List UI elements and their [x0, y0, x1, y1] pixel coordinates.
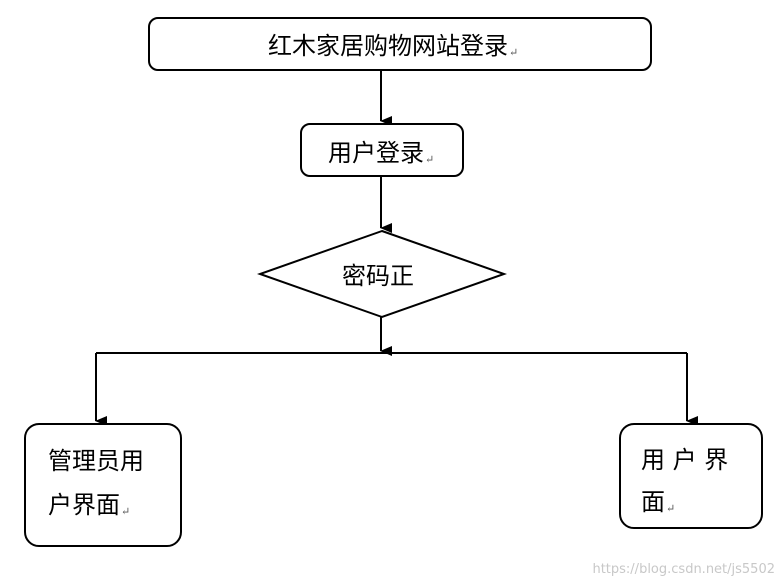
- admin-text-line1: 管理员用: [48, 447, 144, 475]
- paragraph-mark-icon: ↵: [121, 505, 131, 518]
- decision-text: 密码正: [342, 262, 414, 290]
- title-box: [148, 17, 652, 71]
- paragraph-mark-icon: ↵: [666, 502, 676, 515]
- user-box: [619, 423, 763, 529]
- user-label-line2: 面↵: [641, 482, 675, 529]
- watermark-url: https://blog.csdn.net/js5502: [592, 562, 775, 577]
- user-text-line1: 用 户 界: [641, 446, 729, 474]
- paragraph-mark-icon: ↵: [425, 153, 435, 166]
- admin-text-line2: 户界面: [48, 491, 120, 519]
- title-text: 红木家居购物网站登录: [268, 32, 508, 60]
- admin-label-line2: 户界面↵: [48, 485, 130, 532]
- user-text-line2: 面: [641, 488, 665, 516]
- admin-box: [24, 423, 182, 547]
- decision-label: 密码正: [342, 256, 414, 296]
- paragraph-mark-icon: ↵: [509, 46, 519, 59]
- admin-label-line1: 管理员用: [48, 441, 144, 481]
- user-label-line1: 用 户 界: [641, 440, 728, 480]
- login-text: 用户登录: [328, 139, 424, 167]
- title-label: 红木家居购物网站登录↵: [268, 26, 518, 73]
- login-label: 用户登录↵: [328, 133, 434, 180]
